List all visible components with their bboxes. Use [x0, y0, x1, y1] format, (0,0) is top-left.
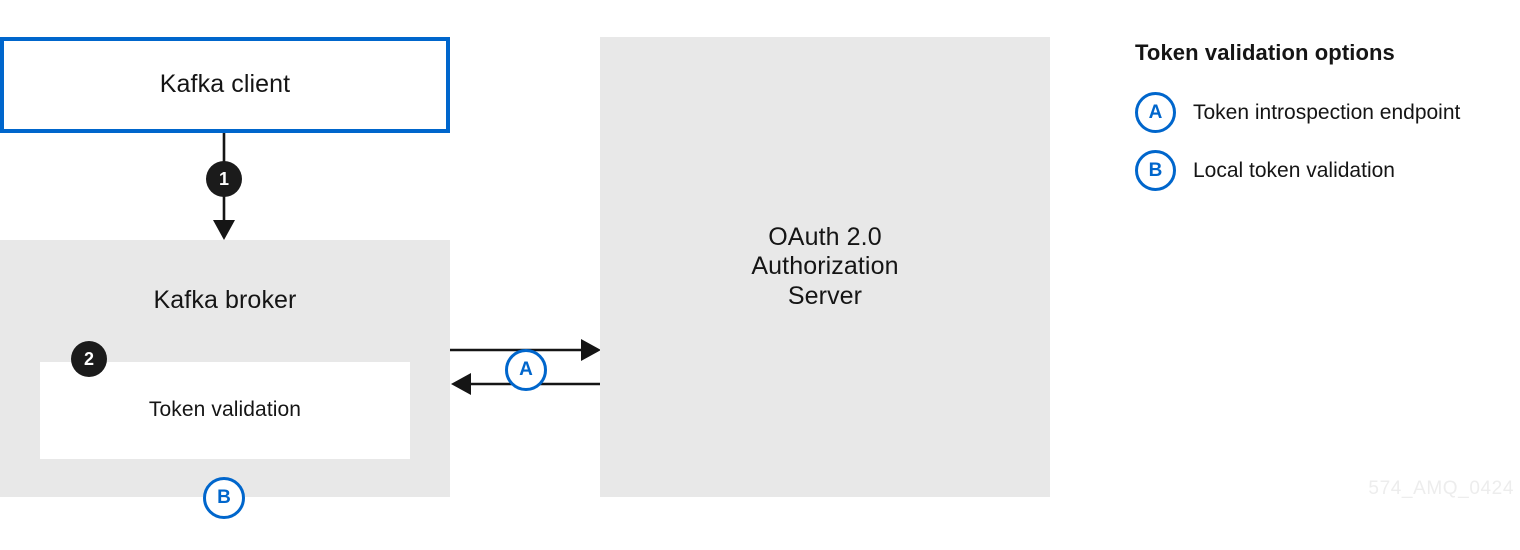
legend-item-b: B Local token validation — [1135, 150, 1520, 191]
kafka-broker-label: Kafka broker — [153, 286, 297, 314]
legend-title: Token validation options — [1135, 40, 1395, 65]
legend: Token validation options A Token introsp… — [1135, 40, 1520, 208]
oauth-server-label: OAuth 2.0 Authorization Server — [751, 223, 898, 312]
legend-label-b: Local token validation — [1193, 158, 1395, 182]
node-token-validation: Token validation — [40, 362, 410, 459]
option-badge-a-diagram: A — [505, 349, 547, 391]
oauth-server-label-line3: Server — [787, 281, 863, 310]
node-oauth-server: OAuth 2.0 Authorization Server — [600, 37, 1050, 497]
watermark: 574_AMQ_0424 — [1368, 478, 1514, 499]
legend-badge-b: B — [1135, 150, 1176, 191]
legend-item-a: A Token introspection endpoint — [1135, 92, 1520, 133]
legend-badge-a: A — [1135, 92, 1176, 133]
option-badge-b-diagram: B — [203, 477, 245, 519]
node-kafka-client: Kafka client — [0, 37, 450, 133]
oauth-server-label-line1: OAuth 2.0 — [768, 222, 882, 251]
step-badge-2: 2 — [71, 341, 107, 377]
legend-label-a: Token introspection endpoint — [1193, 100, 1461, 124]
token-validation-label: Token validation — [148, 398, 302, 422]
kafka-client-label: Kafka client — [159, 70, 291, 99]
oauth-server-label-line2: Authorization — [751, 252, 899, 281]
step-badge-1: 1 — [206, 161, 242, 197]
